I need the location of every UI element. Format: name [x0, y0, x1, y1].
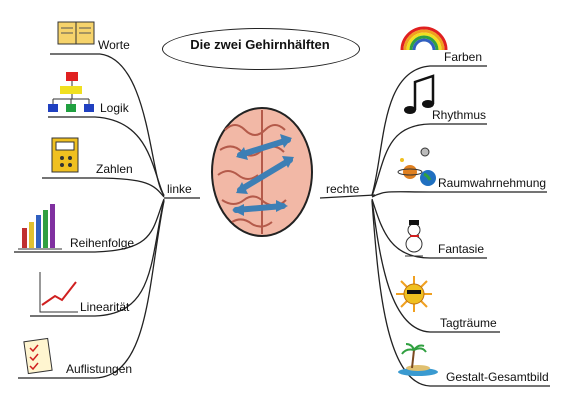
planets-icon: [397, 147, 436, 186]
music-note-icon: [404, 74, 435, 114]
branch-line-reihenfolge: [14, 198, 165, 253]
island-icon: [398, 343, 438, 376]
branch-label-logik: Logik: [100, 101, 129, 115]
rainbow-icon: [400, 26, 448, 51]
branch-line-farben: [371, 65, 487, 196]
branch-label-tagtraume: Tagträume: [440, 316, 497, 330]
branch-line-gestalt: [371, 200, 550, 387]
branch-line-rhythmus: [371, 123, 487, 197]
branch-line-raumwahrnehmung: [371, 191, 547, 198]
branch-line-linearitat: [30, 199, 165, 317]
branch-line-logik: [48, 116, 165, 197]
branch-label-reihenfolge: Reihenfolge: [70, 236, 135, 250]
line-graph-icon: [39, 272, 78, 313]
hub-line-right: [319, 194, 376, 199]
bar-chart-icon: [18, 204, 62, 250]
snowman-icon: [405, 220, 423, 257]
branch-line-tagtraume: [371, 199, 500, 333]
branch-label-rhythmus: Rhythmus: [432, 108, 487, 122]
branch-label-linearitat: Linearität: [80, 300, 130, 314]
branch-label-auflistungen: Auflistungen: [66, 362, 133, 376]
branch-line-zahlen: [42, 177, 165, 198]
branch-line-fantasie: [371, 198, 487, 259]
hub-right-label: rechte: [326, 182, 360, 196]
branch-line-auflistungen: [18, 200, 165, 379]
branch-label-worte: Worte: [98, 38, 130, 52]
brain-icon: [211, 107, 313, 237]
branch-label-farben: Farben: [444, 50, 483, 64]
diagram-title: Die zwei Gehirnhälften: [190, 37, 330, 52]
flowchart-icon: [48, 72, 94, 112]
title-bubble: [162, 28, 360, 70]
sun-icon: [396, 276, 432, 312]
checklist-icon: [23, 337, 53, 375]
calculator-icon: [51, 137, 79, 173]
branch-label-zahlen: Zahlen: [96, 162, 133, 176]
book-icon: [57, 21, 95, 45]
branch-label-gestalt: Gestalt-Gesamtbild: [446, 370, 549, 384]
branch-label-fantasie: Fantasie: [438, 242, 485, 256]
hub-left-label: linke: [167, 182, 192, 196]
branch-label-raumwahrnehmung: Raumwahrnehmung: [438, 176, 547, 190]
